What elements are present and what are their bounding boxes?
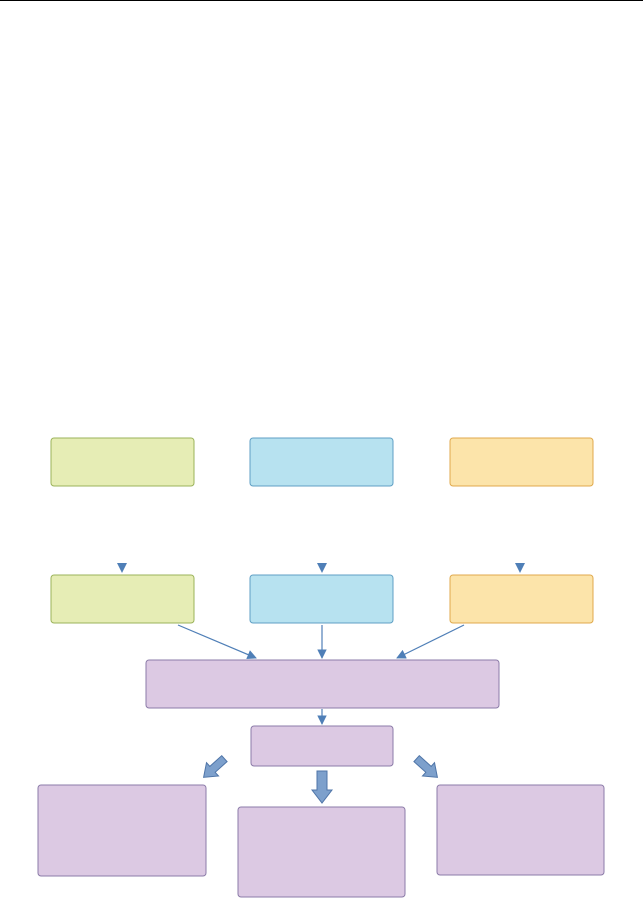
arrowhead-row2-left <box>117 563 127 573</box>
box-row2-center <box>249 574 394 624</box>
connector-left-to-merge <box>177 624 257 660</box>
box-row1-right <box>449 437 594 487</box>
box-hub <box>250 725 394 767</box>
box-bottom-right <box>436 784 605 876</box>
arrowhead-row2-right <box>515 563 525 573</box>
arrowhead-row2-center <box>317 563 327 573</box>
box-row2-left <box>50 574 195 624</box>
page-top-rule <box>0 0 643 1</box>
connector-right-to-merge <box>396 624 465 659</box>
block-arrow-right <box>413 754 439 778</box>
box-row2-right <box>449 574 594 624</box>
block-arrow-down <box>310 770 334 804</box>
box-bottom-center <box>237 806 406 898</box>
box-merge-wide <box>145 659 500 709</box>
block-arrow-left <box>202 754 228 778</box>
box-row1-center <box>249 437 394 487</box>
box-row1-left <box>50 437 195 487</box>
box-bottom-left <box>37 784 207 877</box>
